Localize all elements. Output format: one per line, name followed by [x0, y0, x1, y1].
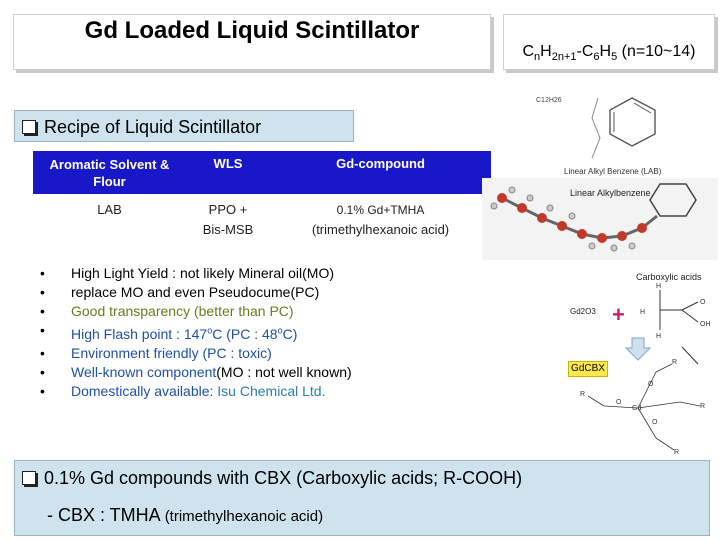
recipe-heading-bar: [14, 110, 354, 142]
plus-icon: +: [612, 302, 625, 327]
molecule-model-image: Linear Alkylbenzene: [482, 178, 718, 260]
table-row: LAB PPO +Bis-MSB 0.1% Gd+TMHA(trimethylh…: [33, 194, 491, 248]
svg-text:R: R: [672, 359, 677, 366]
lab-structure-image: C12H26 Linear Alkyl Benzene (LAB): [536, 97, 662, 176]
header-solvent: Aromatic Solvent & Flour: [33, 151, 186, 194]
table-header-row: Aromatic Solvent & Flour WLS Gd-compound: [33, 151, 491, 194]
recipe-heading: Recipe of Liquid Scintillator: [22, 117, 261, 138]
lab-caption: Linear Alkyl Benzene (LAB): [564, 167, 662, 176]
formula-box: [503, 14, 715, 70]
lab-formula-label: C12H26: [536, 97, 562, 104]
svg-text:H: H: [656, 333, 661, 340]
list-item: •High Light Yield : not likely Mineral o…: [40, 265, 334, 281]
cell-wls: PPO +Bis-MSB: [186, 194, 270, 248]
svg-text:R: R: [580, 391, 585, 398]
cell-solvent: LAB: [33, 194, 186, 248]
properties-list: •High Light Yield : not likely Mineral o…: [40, 264, 352, 401]
svg-text:H: H: [640, 309, 645, 316]
title-box: [13, 14, 491, 70]
slide-title: Gd Loaded Liquid Scintillator: [84, 17, 420, 44]
list-item: •replace MO and even Pseudocume(PC): [40, 284, 320, 300]
svg-text:R: R: [674, 449, 679, 456]
svg-text:O: O: [616, 399, 622, 406]
cbx-summary-box: [14, 460, 710, 536]
checkbox-bullet-icon: [22, 471, 36, 485]
checkbox-bullet-icon: [22, 120, 36, 134]
list-item: •High Flash point : 147oC (PC : 48oC): [40, 322, 298, 342]
recipe-table: Aromatic Solvent & Flour WLS Gd-compound…: [33, 151, 491, 248]
lab-general-formula: CnH2n+1-C6H5 (n=10~14): [522, 43, 696, 64]
list-item: •Well-known component(MO : not well know…: [40, 363, 352, 380]
svg-text:Gd: Gd: [632, 405, 641, 412]
gd2o3-label: Gd2O3: [570, 307, 596, 316]
svg-text:O: O: [648, 381, 654, 388]
list-item: •Domestically available: Isu Chemical Lt…: [40, 382, 326, 399]
svg-text:H: H: [656, 283, 661, 290]
svg-text:R: R: [700, 403, 705, 410]
cbx-summary-heading: 0.1% Gd compounds with CBX (Carboxylic a…: [22, 468, 522, 489]
svg-text:O: O: [700, 299, 706, 306]
atoms: [490, 186, 647, 252]
list-item: •Good transparency (better than PC): [40, 303, 294, 319]
gdcbx-label: GdCBX: [568, 361, 608, 377]
list-item: •Environment friendly (PC : toxic): [40, 344, 272, 361]
cbx-definition: - CBX : TMHA (trimethylhexanoic acid): [47, 505, 324, 525]
header-gd: Gd-compound: [270, 151, 491, 194]
svg-text:OH: OH: [700, 321, 711, 328]
model-caption: Linear Alkylbenzene: [570, 188, 651, 198]
svg-text:O: O: [652, 419, 658, 426]
header-wls: WLS: [186, 151, 270, 194]
cell-gd: 0.1% Gd+TMHA(trimethylhexanoic acid): [270, 194, 491, 248]
carboxylic-label: Carboxylic acids: [636, 272, 702, 282]
down-arrow-icon: [624, 337, 652, 361]
